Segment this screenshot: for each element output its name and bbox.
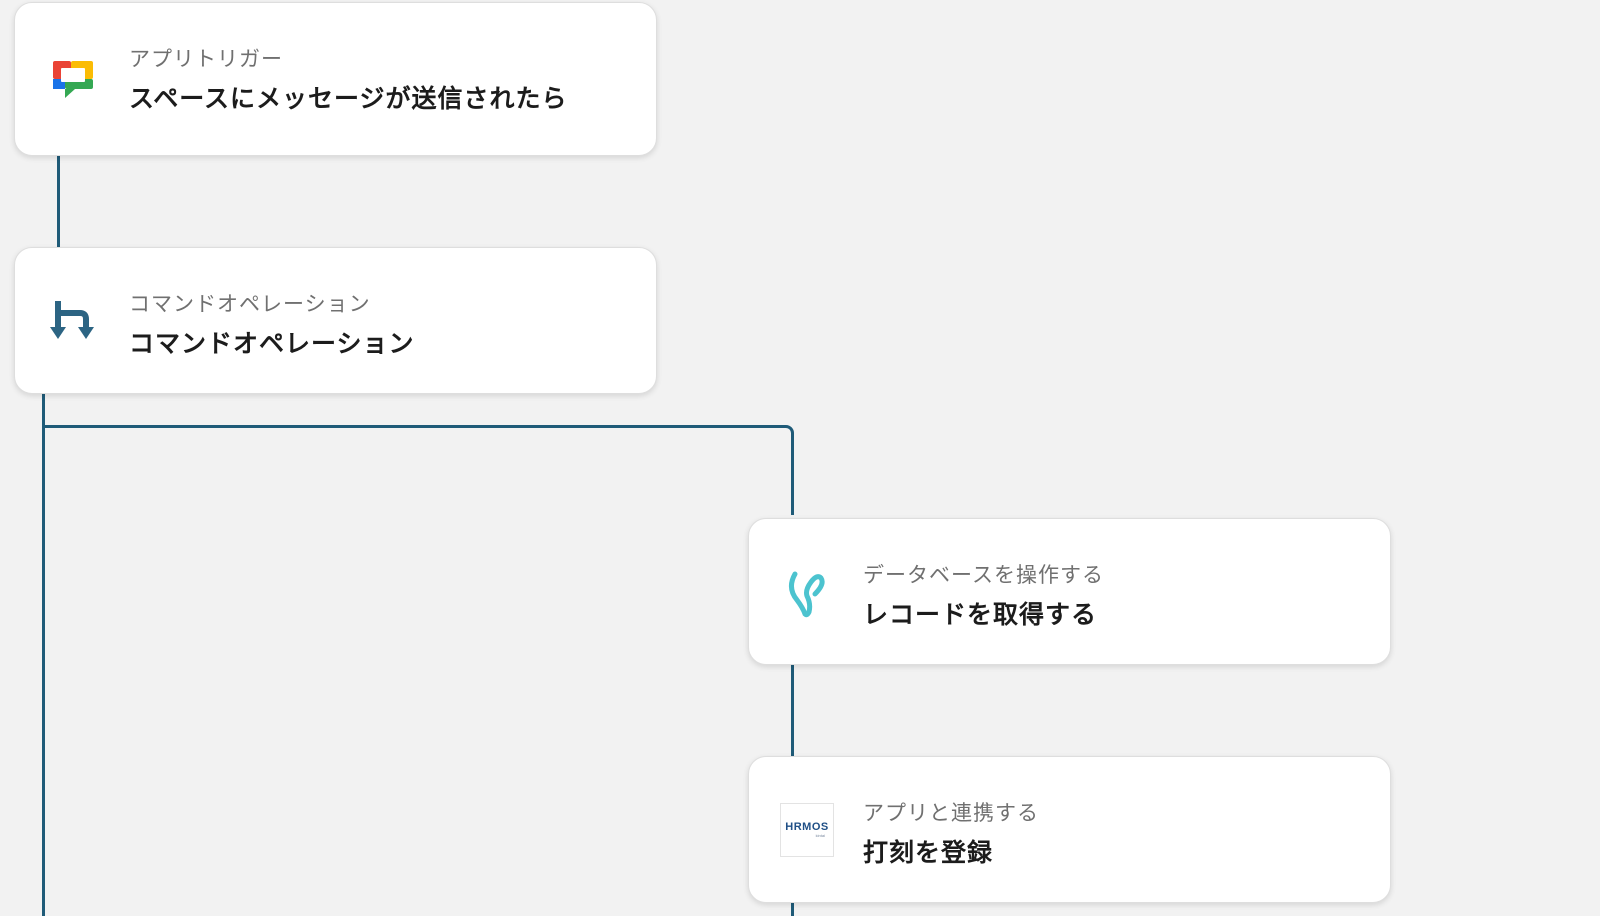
command-title: コマンドオペレーション <box>129 329 415 358</box>
connector-app-below <box>791 900 794 916</box>
database-card[interactable]: データベースを操作する レコードを取得する <box>748 518 1391 665</box>
trigger-card[interactable]: アプリトリガー スペースにメッセージが送信されたら <box>14 2 657 156</box>
trigger-subtitle: アプリトリガー <box>129 47 283 71</box>
database-subtitle: データベースを操作する <box>863 563 1104 587</box>
connector-trigger-to-command <box>57 156 60 248</box>
yoom-database-icon <box>779 564 835 620</box>
database-title: レコードを取得する <box>863 600 1098 629</box>
hrmos-logo: HRMOS kintai <box>780 802 834 857</box>
app-card[interactable]: HRMOS kintai アプリと連携する 打刻を登録 <box>748 756 1391 903</box>
app-title: 打刻を登録 <box>863 838 994 867</box>
google-chat-icon <box>45 51 101 107</box>
trigger-title: スペースにメッセージが送信されたら <box>129 84 568 113</box>
connector-branch-corner <box>42 425 794 515</box>
command-subtitle: コマンドオペレーション <box>129 292 371 316</box>
hrmos-logo-sub: kintai <box>815 832 825 838</box>
hrmos-logo-text: HRMOS <box>785 820 829 833</box>
app-subtitle: アプリと連携する <box>863 801 1039 825</box>
command-branch-icon <box>45 293 101 349</box>
command-card[interactable]: コマンドオペレーション コマンドオペレーション <box>14 247 657 394</box>
connector-database-to-app <box>791 664 794 756</box>
hrmos-icon: HRMOS kintai <box>779 802 835 858</box>
connector-main-branch <box>42 391 45 916</box>
